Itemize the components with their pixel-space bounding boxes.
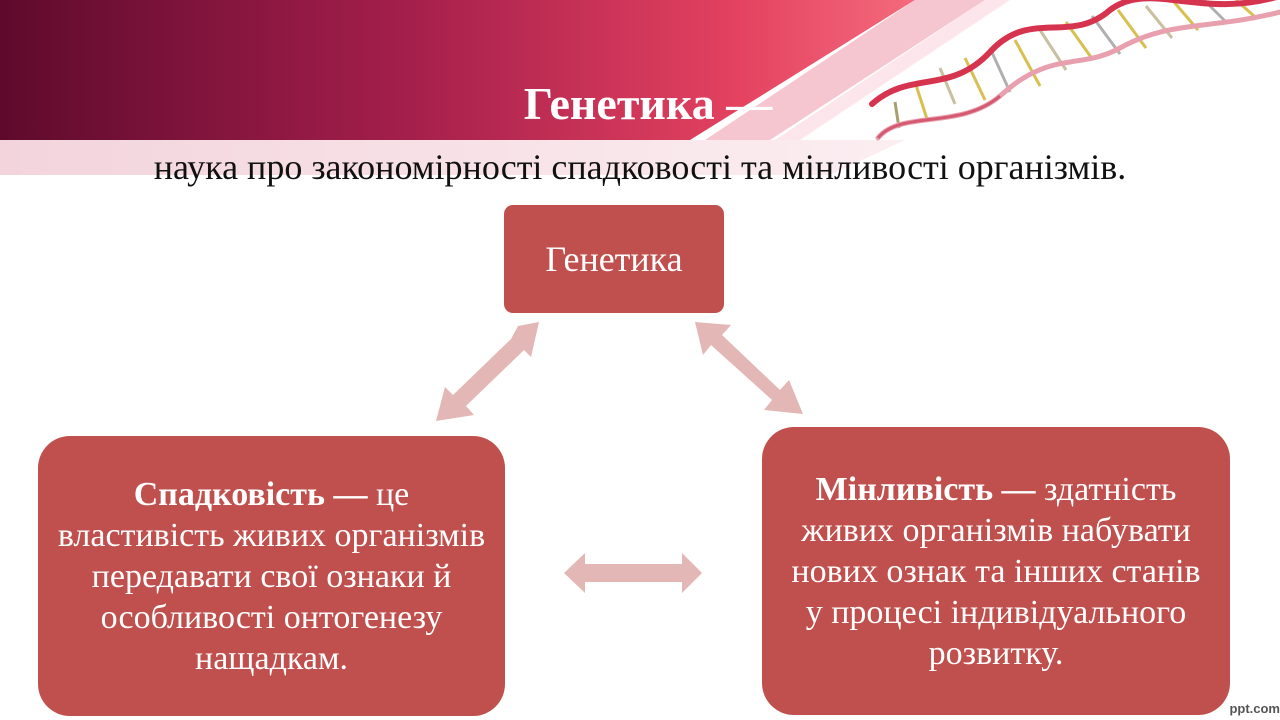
double-headed-arrow-icon (436, 322, 539, 421)
variability-term: Мінливість (815, 470, 994, 508)
genetics-node: Генетика (504, 205, 724, 313)
heredity-dash: — (324, 475, 376, 513)
variability-node-text: Мінливість — здатність живих організмів … (780, 469, 1212, 674)
heredity-node: Спадковість — це властивість живих орган… (38, 436, 505, 716)
variability-definition: здатність живих організмів набувати нови… (791, 470, 1201, 672)
genetics-node-label: Генетика (545, 239, 683, 279)
variability-dash: — (993, 470, 1045, 508)
double-headed-arrow-icon (564, 553, 702, 593)
watermark: ppt.com (1229, 701, 1280, 716)
heredity-node-text: Спадковість — це властивість живих орган… (56, 474, 487, 679)
heredity-term: Спадковість (133, 475, 325, 513)
slide-title: Генетика — (523, 78, 773, 129)
slide-subtitle: наука про закономірності спадковості та … (153, 147, 1127, 187)
variability-node: Мінливість — здатність живих організмів … (762, 427, 1230, 715)
heredity-definition: це властивість живих організмів передава… (57, 475, 486, 677)
double-headed-arrow-icon (695, 322, 803, 414)
